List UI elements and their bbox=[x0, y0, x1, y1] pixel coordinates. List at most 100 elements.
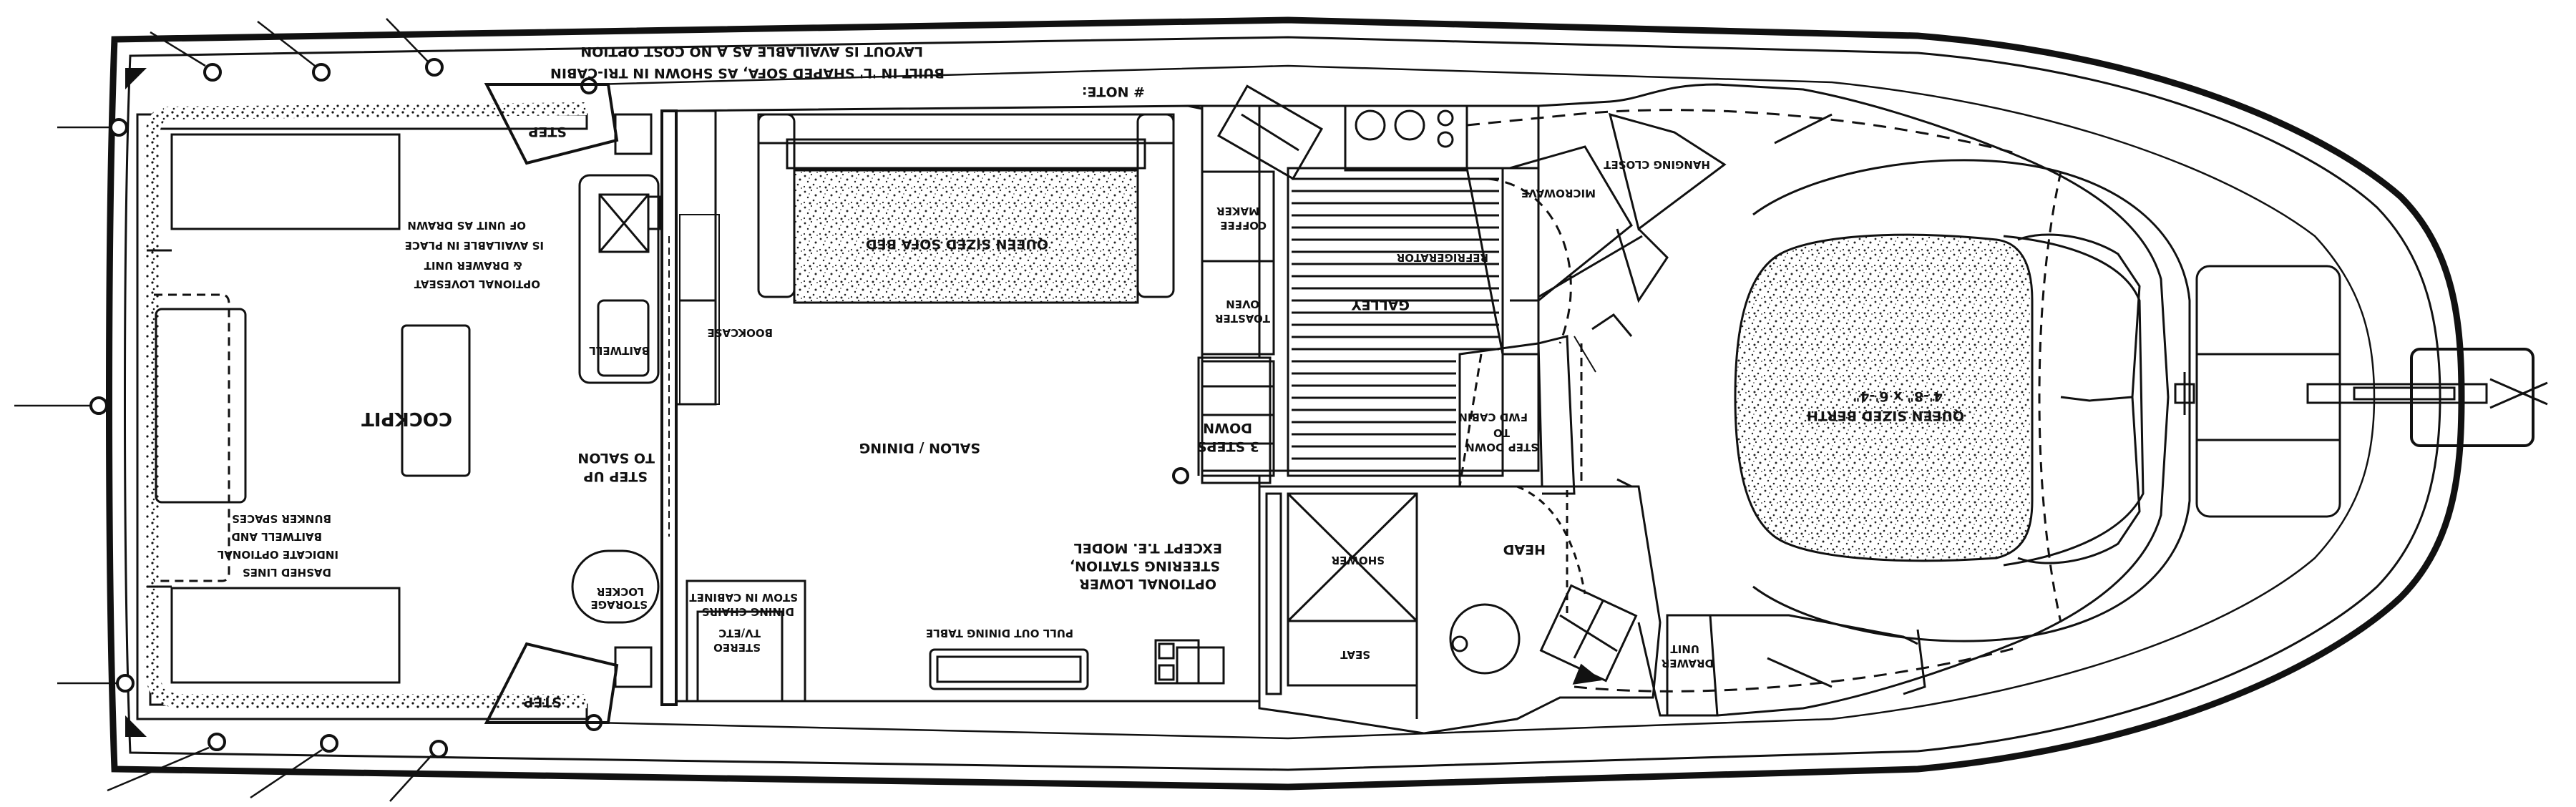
stanchion-icon bbox=[208, 733, 226, 751]
burner-icon bbox=[1355, 109, 1386, 141]
stanchion-icon bbox=[429, 740, 448, 758]
step-up-to-salon-line: TO SALON bbox=[577, 450, 655, 466]
storage-locker-line: STORAGE bbox=[590, 598, 648, 611]
hanging-closet bbox=[1608, 112, 1727, 231]
cockpit-hatch bbox=[401, 324, 471, 477]
hull-outline-outer bbox=[106, 16, 2465, 791]
optional-loveseat-line: IS AVAILABLE IN PLACE bbox=[405, 239, 544, 252]
stereo-tv-line: TV/ETC bbox=[718, 627, 761, 640]
toaster-oven-line: TOASTER bbox=[1215, 312, 1270, 325]
corner-cleat-icon bbox=[125, 68, 147, 89]
anchor-roller bbox=[2306, 383, 2488, 404]
cockpit-hatch bbox=[170, 587, 401, 684]
step-down-fwd-line: TO bbox=[1493, 426, 1510, 439]
toaster-oven-line: OVEN bbox=[1226, 298, 1259, 310]
burner-icon bbox=[1394, 109, 1425, 141]
burner-icon bbox=[1437, 131, 1454, 148]
optional-bunker-outline bbox=[154, 293, 230, 582]
fwd-cabin-wall bbox=[1538, 83, 2170, 717]
stanchion-icon bbox=[320, 734, 338, 753]
dashed-lines-note: INDICATE OPTIONAL bbox=[217, 548, 338, 561]
optional-loveseat-line: & DRAWER UNIT bbox=[424, 259, 522, 272]
seat-label: SEAT bbox=[1340, 648, 1370, 661]
stereo-cabinet bbox=[696, 610, 784, 703]
cockpit-step-top bbox=[484, 83, 619, 165]
dashed-lines-note: DASHED LINES bbox=[243, 566, 331, 579]
drawer-unit bbox=[1666, 614, 1719, 717]
companionway-steps bbox=[1201, 360, 1275, 477]
note-line-1: BUILT IN 'L' SHAPED SOFA, AS SHOWN IN TR… bbox=[550, 65, 945, 81]
step-label-top: STEP bbox=[528, 124, 567, 140]
cockpit-step-bottom bbox=[484, 642, 619, 724]
microwave-cab bbox=[1509, 145, 1633, 302]
galley-sole bbox=[1287, 167, 1504, 477]
queen-berth-line: 4'-8" x 6'-4" bbox=[1853, 388, 1943, 404]
note-heading: # NOTE: bbox=[1082, 84, 1145, 99]
stanchion-icon bbox=[109, 118, 128, 137]
salon bbox=[675, 104, 1261, 703]
windlass-box bbox=[2195, 265, 2341, 518]
lower-station-line: STEERING STATION, bbox=[1070, 558, 1220, 574]
hull-outline-inner bbox=[124, 36, 2441, 771]
cockpit-hatch bbox=[155, 308, 247, 504]
pull-out-table-label: PULL OUT DINING TABLE bbox=[926, 627, 1073, 640]
shower-label: SHOWER bbox=[1331, 554, 1385, 567]
stanchion-icon bbox=[203, 63, 222, 82]
dining-chairs-line: STOW IN CABINET bbox=[689, 591, 798, 604]
cockpit bbox=[147, 83, 661, 724]
sofa-arm-right bbox=[1136, 113, 1175, 298]
berth-cushion-bottom bbox=[2017, 396, 2141, 564]
deck-edge-line bbox=[593, 64, 2376, 740]
stanchion-icon bbox=[116, 674, 135, 693]
storage-locker-box bbox=[571, 549, 660, 624]
three-steps-down-line: DOWN bbox=[1203, 420, 1252, 436]
berth-dashed-top bbox=[1466, 109, 2019, 155]
step-up-to-salon-line: STEP UP bbox=[583, 469, 648, 484]
note-block: # NOTE: BUILT IN 'L' SHAPED SOFA, AS SHO… bbox=[550, 44, 1145, 99]
stanchion-icon bbox=[425, 58, 444, 77]
galley bbox=[1188, 84, 1540, 484]
cockpit-gunwale bbox=[136, 102, 588, 720]
step-label-bottom: STEP bbox=[523, 694, 562, 710]
lower-station-line: OPTIONAL LOWER bbox=[1079, 576, 1216, 592]
berth-cushion-top bbox=[2017, 233, 2141, 402]
drawer-unit-line: DRAWER bbox=[1661, 657, 1714, 670]
stanchion-icon bbox=[312, 63, 331, 82]
fwd-cabin-steps bbox=[1458, 313, 1633, 495]
stanchion-icon bbox=[1172, 467, 1189, 484]
queen-berth-line: QUEEN SIZED BERTH bbox=[1807, 408, 1964, 424]
baitwell-label: BAITWELL bbox=[589, 344, 650, 357]
dashed-lines-note: BUNKER SPACES bbox=[232, 512, 331, 525]
fwd-stateroom bbox=[1466, 83, 2191, 717]
sofa-arm-left bbox=[757, 113, 796, 298]
queen-berth bbox=[1734, 233, 2034, 562]
storage-locker-line: LOCKER bbox=[596, 585, 644, 598]
three-steps-down-line: 3 STEPS bbox=[1197, 439, 1259, 454]
transom-corners bbox=[125, 68, 147, 737]
dashed-lines-note: BAITWELL AND bbox=[231, 530, 322, 543]
note-line-2: LAYOUT IS AVAILABLE AS A NO COST OPTION bbox=[580, 44, 923, 59]
stove bbox=[1344, 104, 1468, 172]
burner-icon bbox=[1437, 109, 1454, 127]
microwave-label: MICROWAVE bbox=[1521, 187, 1596, 200]
queen-sofa-bed-label: QUEEN SIZED SOFA BED bbox=[866, 236, 1048, 252]
galley-floor-planks bbox=[1292, 177, 1499, 472]
lower-station-line: EXCEPT T.E. MODEL bbox=[1074, 540, 1222, 556]
leader-lines bbox=[14, 18, 432, 802]
corner-cleat-icon bbox=[125, 715, 147, 737]
bookcase-label: BOOKCASE bbox=[707, 326, 773, 339]
coffee-maker-line: COFFEE bbox=[1220, 219, 1267, 232]
hanging-closet-label: HANGING CLOSET bbox=[1603, 158, 1710, 171]
berth-arc-dashed bbox=[1488, 177, 1572, 344]
optional-loveseat-line: OF UNIT AS DRAWN bbox=[407, 219, 526, 232]
cockpit-hatch bbox=[170, 133, 401, 230]
toilet-icon bbox=[1449, 603, 1521, 675]
dining-table bbox=[929, 648, 1089, 690]
bow-pulpit bbox=[2174, 265, 2548, 518]
sink bbox=[1216, 84, 1324, 180]
baitwell-box bbox=[597, 299, 650, 377]
plan-labels: STEP STEP OPTIONAL LOVESEAT & DRAWER UNI… bbox=[217, 124, 1964, 710]
vanity-sink bbox=[1539, 584, 1638, 683]
berth-bench-outline bbox=[1752, 159, 2191, 642]
